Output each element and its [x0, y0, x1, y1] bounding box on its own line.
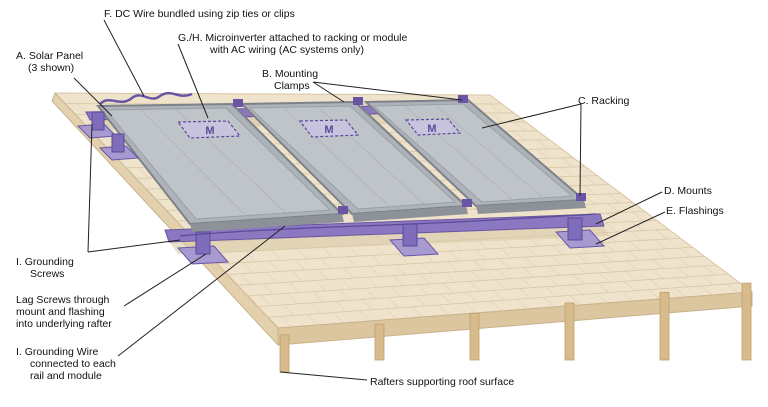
- mounting-clamp-2[interactable]: [353, 97, 363, 105]
- label-solar-panel: A. Solar Panel (3 shown): [16, 50, 83, 74]
- rafter: [660, 292, 669, 360]
- label-microinverter: G./H. Microinverter attached to racking …: [178, 32, 407, 56]
- label-mounting-clamps: B. Mounting Clamps: [262, 68, 318, 92]
- mounting-clamp-6[interactable]: [576, 193, 586, 201]
- rafter: [280, 335, 289, 372]
- label-rafters: Rafters supporting roof surface: [370, 376, 514, 388]
- label-lag-screws-line2: mount and flashing: [16, 306, 112, 318]
- mounting-clamp-1[interactable]: [233, 99, 243, 107]
- label-mounting-clamps-line2: Clamps: [262, 80, 318, 92]
- label-lag-screws-line3: into underlying rafter: [16, 318, 112, 330]
- label-rafters-line1: Rafters supporting roof surface: [370, 376, 514, 388]
- label-grounding-screws-line2: Screws: [16, 268, 74, 280]
- label-mounts-line1: D. Mounts: [664, 185, 712, 197]
- label-dc-wire: F. DC Wire bundled using zip ties or cli…: [104, 8, 295, 20]
- label-grounding-wire-line3: rail and module: [16, 370, 116, 382]
- label-dc-wire-line1: F. DC Wire bundled using zip ties or cli…: [104, 8, 295, 20]
- label-solar-panel-line2: (3 shown): [16, 62, 83, 74]
- rafter: [565, 303, 574, 360]
- mounting-clamp-5[interactable]: [462, 199, 472, 207]
- rafter: [742, 283, 751, 360]
- mounting-clamp-3[interactable]: [458, 95, 468, 103]
- label-racking: C. Racking: [578, 95, 629, 107]
- label-grounding-screws: I. Grounding Screws: [16, 256, 74, 280]
- label-grounding-wire-line1: I. Grounding Wire: [16, 346, 116, 358]
- label-microinverter-line2: with AC wiring (AC systems only): [178, 44, 407, 56]
- rafter: [470, 314, 479, 360]
- label-grounding-screws-line1: I. Grounding: [16, 256, 74, 268]
- svg-text:M: M: [324, 124, 333, 136]
- label-lag-screws: Lag Screws through mount and flashing in…: [16, 294, 112, 330]
- label-solar-panel-line1: A. Solar Panel: [16, 50, 83, 62]
- label-mounts: D. Mounts: [664, 185, 712, 197]
- svg-text:M: M: [205, 125, 214, 137]
- label-flashings: E. Flashings: [666, 205, 724, 217]
- label-racking-line1: C. Racking: [578, 95, 629, 107]
- mounting-clamp-4[interactable]: [338, 206, 348, 214]
- rafter: [375, 324, 384, 360]
- label-microinverter-line1: G./H. Microinverter attached to racking …: [178, 32, 407, 44]
- svg-text:M: M: [427, 123, 436, 135]
- label-grounding-wire: I. Grounding Wire connected to each rail…: [16, 346, 116, 382]
- label-mounting-clamps-line1: B. Mounting: [262, 68, 318, 80]
- label-flashings-line1: E. Flashings: [666, 205, 724, 217]
- label-lag-screws-line1: Lag Screws through: [16, 294, 112, 306]
- label-grounding-wire-line2: connected to each: [16, 358, 116, 370]
